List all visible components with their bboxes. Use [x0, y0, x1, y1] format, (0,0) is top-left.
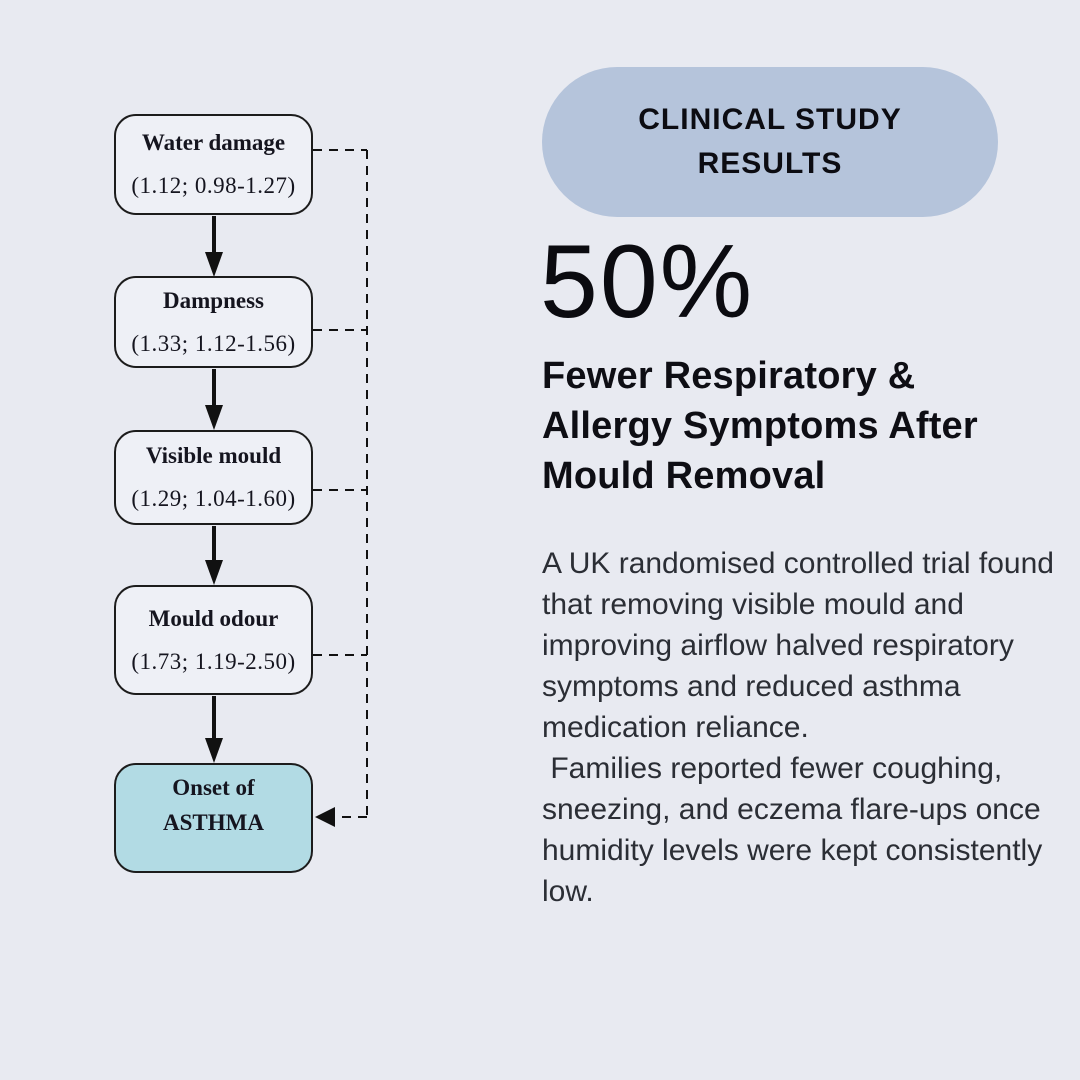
headline: Fewer Respiratory & Allergy Symptoms Aft…	[542, 355, 978, 497]
flowchart-box-dampness: Dampness (1.33; 1.12-1.56)	[114, 276, 313, 368]
solid-arrow-heads	[205, 252, 223, 763]
dashed-connector-lines	[313, 149, 368, 818]
clinical-study-badge: CLINICAL STUDY RESULTS	[542, 67, 998, 217]
body-copy: A UK randomised controlled trial found t…	[542, 543, 1056, 912]
flowchart-box-water-damage: Water damage (1.12; 0.98-1.27)	[114, 114, 313, 215]
box-value: (1.29; 1.04-1.60)	[131, 486, 296, 511]
body-paragraph-1: A UK randomised controlled trial found t…	[542, 547, 1063, 744]
flowchart-box-visible-mould: Visible mould (1.29; 1.04-1.60)	[114, 430, 313, 525]
flowchart-box-mould-odour: Mould odour (1.73; 1.19-2.50)	[114, 585, 313, 695]
box-value: (1.12; 0.98-1.27)	[131, 173, 296, 198]
box-title: Dampness	[163, 287, 264, 313]
stat-value: 50%	[540, 224, 755, 340]
box-value: (1.73; 1.19-2.50)	[131, 648, 296, 674]
box-value: (1.33; 1.12-1.56)	[131, 330, 296, 356]
flowchart-connectors	[205, 149, 368, 827]
flowchart-box-onset-of-asthma: Onset of ASTHMA	[114, 763, 313, 873]
box-title: Mould odour	[148, 605, 279, 631]
box-title: Water damage	[141, 130, 286, 155]
box-title: Onset of	[172, 774, 255, 800]
badge-label: CLINICAL STUDY RESULTS	[638, 103, 902, 180]
box-subtitle: ASTHMA	[163, 809, 264, 835]
body-paragraph-2: Families reported fewer coughing, sneezi…	[542, 752, 1051, 908]
dashed-arrow-head	[315, 807, 335, 827]
box-title: Visible mould	[145, 443, 282, 468]
flowchart-panel: Water damage (1.12; 0.98-1.27) Dampness …	[0, 0, 450, 1080]
